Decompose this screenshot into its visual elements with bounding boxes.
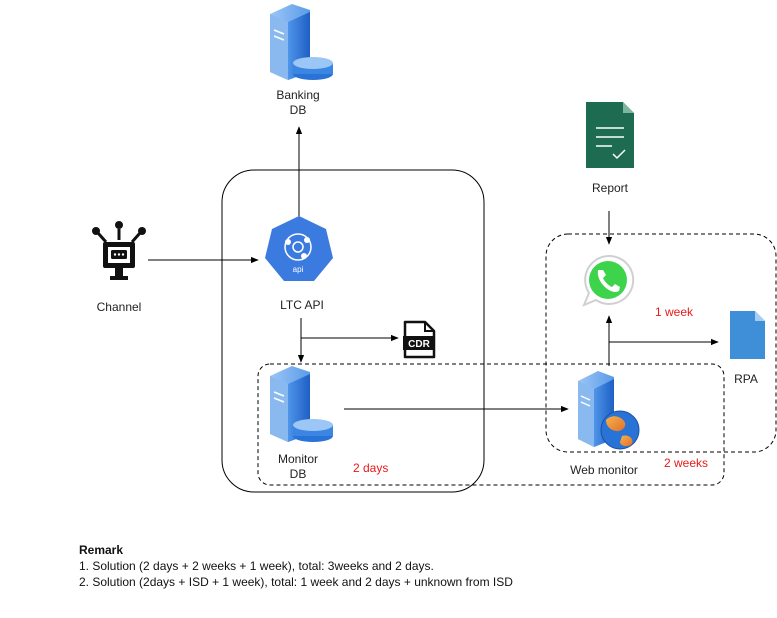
rpa-document-icon	[730, 311, 765, 359]
ltc-api-label: LTC API	[280, 298, 324, 312]
banking-db-label-2: DB	[290, 103, 307, 117]
banking-db-label-1: Banking	[276, 88, 319, 102]
cdr-file-icon: CDR	[403, 320, 436, 359]
api-badge: api	[293, 265, 304, 274]
monitor-db-icon	[270, 366, 333, 442]
remark-line-2: 2. Solution (2days + ISD + 1 week), tota…	[79, 575, 513, 589]
remark-line-1: 1. Solution (2 days + 2 weeks + 1 week),…	[79, 559, 434, 573]
channel-label: Channel	[97, 300, 142, 314]
notify-dashed-container	[545, 233, 777, 453]
rpa-label: RPA	[734, 372, 758, 386]
report-label: Report	[592, 181, 629, 195]
web-monitor-label: Web monitor	[570, 463, 638, 477]
web-monitor-duration: 2 weeks	[664, 456, 708, 470]
whatsapp-duration: 1 week	[655, 305, 694, 319]
ltc-api-container	[221, 169, 485, 493]
ltc-api-icon: api	[265, 216, 333, 281]
report-document-icon	[586, 102, 634, 168]
monitor-db-label-1: Monitor	[278, 452, 318, 466]
whatsapp-icon	[582, 254, 635, 307]
remark-block: Remark 1. Solution (2 days + 2 weeks + 1…	[79, 542, 513, 590]
monitor-duration: 2 days	[353, 461, 388, 475]
banking-db-icon	[270, 4, 333, 80]
monitor-dashed-container	[257, 363, 725, 486]
globe-icon	[600, 410, 640, 450]
cdr-label: CDR	[408, 339, 430, 350]
channel-kiosk-icon	[92, 221, 146, 280]
monitor-db-label-2: DB	[290, 467, 307, 481]
remark-title: Remark	[79, 543, 124, 557]
